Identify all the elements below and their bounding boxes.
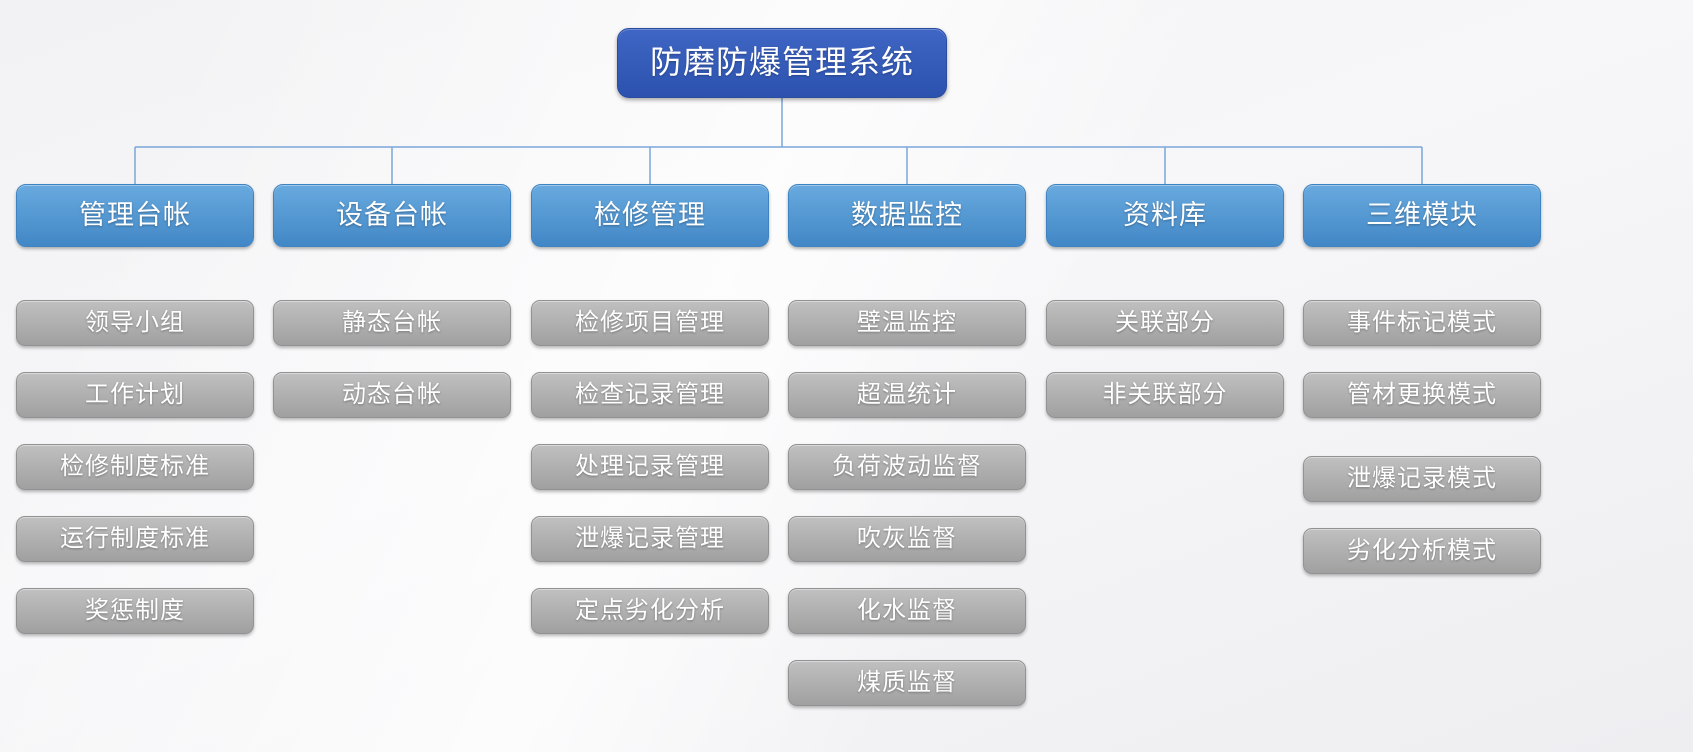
branch-node-data-library[interactable]: 资料库: [1046, 184, 1284, 247]
branch-node-data-monitoring[interactable]: 数据监控: [788, 184, 1026, 247]
branch-column-management-ledger: 管理台帐 领导小组 工作计划 检修制度标准 运行制度标准 奖惩制度: [16, 184, 254, 634]
branch-column-maintenance-management: 检修管理 检修项目管理 检查记录管理 处理记录管理 泄爆记录管理 定点劣化分析: [531, 184, 769, 634]
branch-column-3d-module: 三维模块 事件标记模式 管材更换模式 泄爆记录模式 劣化分析模式: [1303, 184, 1541, 574]
leaf-node-leading-group[interactable]: 领导小组: [16, 300, 254, 346]
branch-node-3d-module[interactable]: 三维模块: [1303, 184, 1541, 247]
leaf-node-coal-quality-supervision[interactable]: 煤质监督: [788, 660, 1026, 706]
leaf-node-reward-punishment[interactable]: 奖惩制度: [16, 588, 254, 634]
leaf-node-maintenance-standards[interactable]: 检修制度标准: [16, 444, 254, 490]
leaf-node-related-part[interactable]: 关联部分: [1046, 300, 1284, 346]
leaf-node-maintenance-project-mgmt[interactable]: 检修项目管理: [531, 300, 769, 346]
leaf-node-inspection-record-mgmt[interactable]: 检查记录管理: [531, 372, 769, 418]
branch-column-equipment-ledger: 设备台帐 静态台帐 动态台帐: [273, 184, 511, 418]
branch-column-data-library: 资料库 关联部分 非关联部分: [1046, 184, 1284, 418]
leaf-node-load-fluctuation-supervision[interactable]: 负荷波动监督: [788, 444, 1026, 490]
leaf-node-dynamic-ledger[interactable]: 动态台帐: [273, 372, 511, 418]
branch-node-equipment-ledger[interactable]: 设备台帐: [273, 184, 511, 247]
leaf-node-overtemp-statistics[interactable]: 超温统计: [788, 372, 1026, 418]
leaf-node-sootblowing-supervision[interactable]: 吹灰监督: [788, 516, 1026, 562]
leaf-node-event-marking-mode[interactable]: 事件标记模式: [1303, 300, 1541, 346]
leaf-node-explosion-record-mode[interactable]: 泄爆记录模式: [1303, 456, 1541, 502]
leaf-node-pipe-replacement-mode[interactable]: 管材更换模式: [1303, 372, 1541, 418]
leaf-node-water-chemistry-supervision[interactable]: 化水监督: [788, 588, 1026, 634]
branch-node-management-ledger[interactable]: 管理台帐: [16, 184, 254, 247]
leaf-node-operation-standards[interactable]: 运行制度标准: [16, 516, 254, 562]
leaf-node-handling-record-mgmt[interactable]: 处理记录管理: [531, 444, 769, 490]
leaf-node-degradation-analysis-mode[interactable]: 劣化分析模式: [1303, 528, 1541, 574]
leaf-node-work-plan[interactable]: 工作计划: [16, 372, 254, 418]
branch-column-data-monitoring: 数据监控 壁温监控 超温统计 负荷波动监督 吹灰监督 化水监督 煤质监督: [788, 184, 1026, 706]
leaf-node-explosion-record-mgmt[interactable]: 泄爆记录管理: [531, 516, 769, 562]
root-node-system-title: 防磨防爆管理系统: [617, 28, 947, 98]
leaf-node-fixed-point-degradation-analysis[interactable]: 定点劣化分析: [531, 588, 769, 634]
leaf-node-wall-temp-monitoring[interactable]: 壁温监控: [788, 300, 1026, 346]
branch-node-maintenance-management[interactable]: 检修管理: [531, 184, 769, 247]
leaf-node-non-related-part[interactable]: 非关联部分: [1046, 372, 1284, 418]
leaf-node-static-ledger[interactable]: 静态台帐: [273, 300, 511, 346]
